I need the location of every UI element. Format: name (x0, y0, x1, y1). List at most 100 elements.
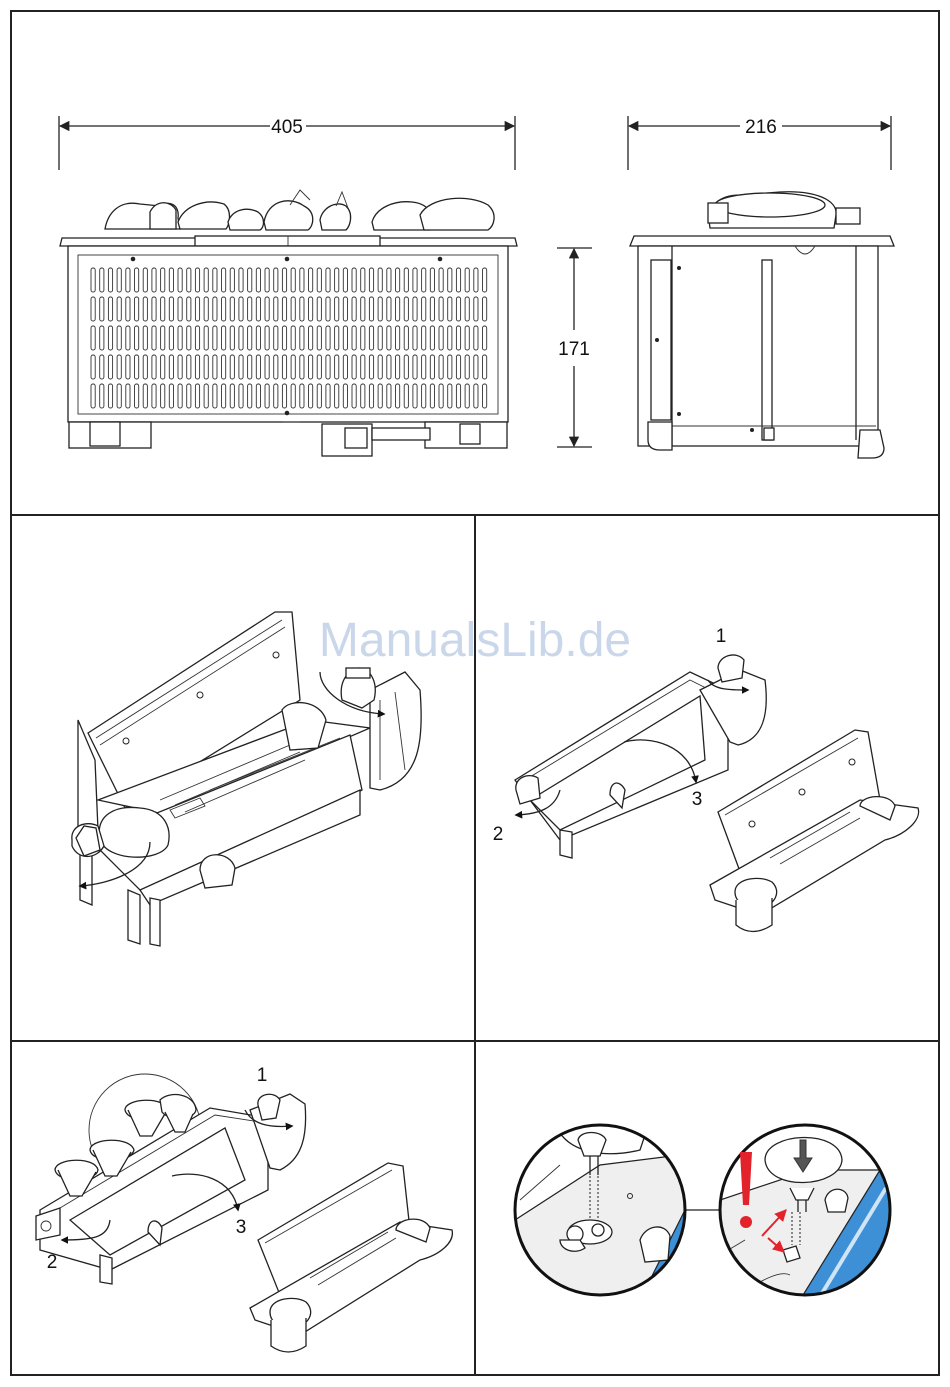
vent-slot (474, 355, 478, 379)
vent-slot (352, 326, 356, 350)
step-1-label: 1 (257, 1065, 268, 1086)
vent-slot (378, 297, 382, 321)
vent-slot (387, 326, 391, 350)
vent-slot (117, 326, 121, 350)
vent-slot (152, 297, 156, 321)
vent-slot (378, 355, 382, 379)
vent-slot (439, 326, 443, 350)
vent-slot (422, 384, 426, 408)
vent-slot (239, 355, 243, 379)
vent-slot (222, 297, 226, 321)
vent-slot (274, 297, 278, 321)
vent-slot (361, 297, 365, 321)
vent-slot (361, 355, 365, 379)
vent-slot (413, 355, 417, 379)
vent-slot (135, 355, 139, 379)
vent-slot (465, 355, 469, 379)
vent-slot (100, 268, 104, 292)
vent-slot (222, 355, 226, 379)
vent-slot (300, 384, 304, 408)
vent-slot (126, 297, 130, 321)
vent-slot (387, 268, 391, 292)
vent-slot (326, 384, 330, 408)
vent-slot (430, 297, 434, 321)
vent-slot (483, 268, 487, 292)
vent-slot (291, 297, 295, 321)
vent-slot (413, 384, 417, 408)
height-dimension: 171 (557, 248, 592, 447)
vent-slot (248, 268, 252, 292)
vent-slot (317, 355, 321, 379)
vent-slot (126, 268, 130, 292)
vent-slot (483, 326, 487, 350)
vent-slot (222, 384, 226, 408)
vent-slot (91, 384, 95, 408)
vent-slot (178, 384, 182, 408)
vent-slot (178, 297, 182, 321)
vent-slot (248, 326, 252, 350)
vent-slot (474, 268, 478, 292)
vent-slot (456, 384, 460, 408)
vent-slot (108, 355, 112, 379)
vent-slot (91, 297, 95, 321)
vent-slot (135, 326, 139, 350)
vent-slot (317, 384, 321, 408)
side-width-label: 216 (745, 117, 777, 138)
vent-slot (256, 326, 260, 350)
vent-slot (430, 384, 434, 408)
vent-slot (326, 297, 330, 321)
vent-slot (161, 297, 165, 321)
vent-slot (396, 355, 400, 379)
vent-slot (230, 297, 234, 321)
vent-slot (369, 355, 373, 379)
vent-slot (404, 326, 408, 350)
vent-slot (300, 297, 304, 321)
vent-slot (91, 355, 95, 379)
vent-slot (126, 355, 130, 379)
vent-slot (439, 384, 443, 408)
vent-slot (378, 326, 382, 350)
vent-slot (117, 297, 121, 321)
vent-slot (465, 384, 469, 408)
vent-slot (274, 326, 278, 350)
vent-slot (352, 384, 356, 408)
vent-slot (91, 268, 95, 292)
vent-slot (448, 268, 452, 292)
vent-slot (361, 326, 365, 350)
vent-slot (108, 268, 112, 292)
vent-slot (143, 268, 147, 292)
vent-slot (369, 268, 373, 292)
vent-slot (117, 384, 121, 408)
vent-slot (169, 268, 173, 292)
vent-slot (222, 326, 226, 350)
vent-slot (300, 326, 304, 350)
vent-slot (404, 268, 408, 292)
vent-slot (178, 355, 182, 379)
vent-slot (169, 297, 173, 321)
vent-slot (369, 297, 373, 321)
vent-slot (456, 326, 460, 350)
vent-slot (256, 297, 260, 321)
vent-slot (439, 297, 443, 321)
vent-slot (100, 384, 104, 408)
vent-slot (195, 384, 199, 408)
vent-slot (204, 384, 208, 408)
vent-slot (100, 297, 104, 321)
vent-slot (335, 384, 339, 408)
step-3-label: 3 (692, 789, 703, 810)
vent-slot (178, 268, 182, 292)
vent-slot (256, 268, 260, 292)
vent-slot (326, 326, 330, 350)
vent-slot (361, 384, 365, 408)
width-label: 405 (271, 117, 303, 138)
vent-slot (352, 355, 356, 379)
vent-slot (230, 355, 234, 379)
vent-slot (413, 297, 417, 321)
vent-slot (369, 384, 373, 408)
vent-slot (256, 384, 260, 408)
lamp-removal-panel: 1 2 3 (36, 1065, 452, 1352)
vent-slot (465, 268, 469, 292)
vent-slot (448, 355, 452, 379)
vent-slot (239, 326, 243, 350)
vent-slot (204, 355, 208, 379)
